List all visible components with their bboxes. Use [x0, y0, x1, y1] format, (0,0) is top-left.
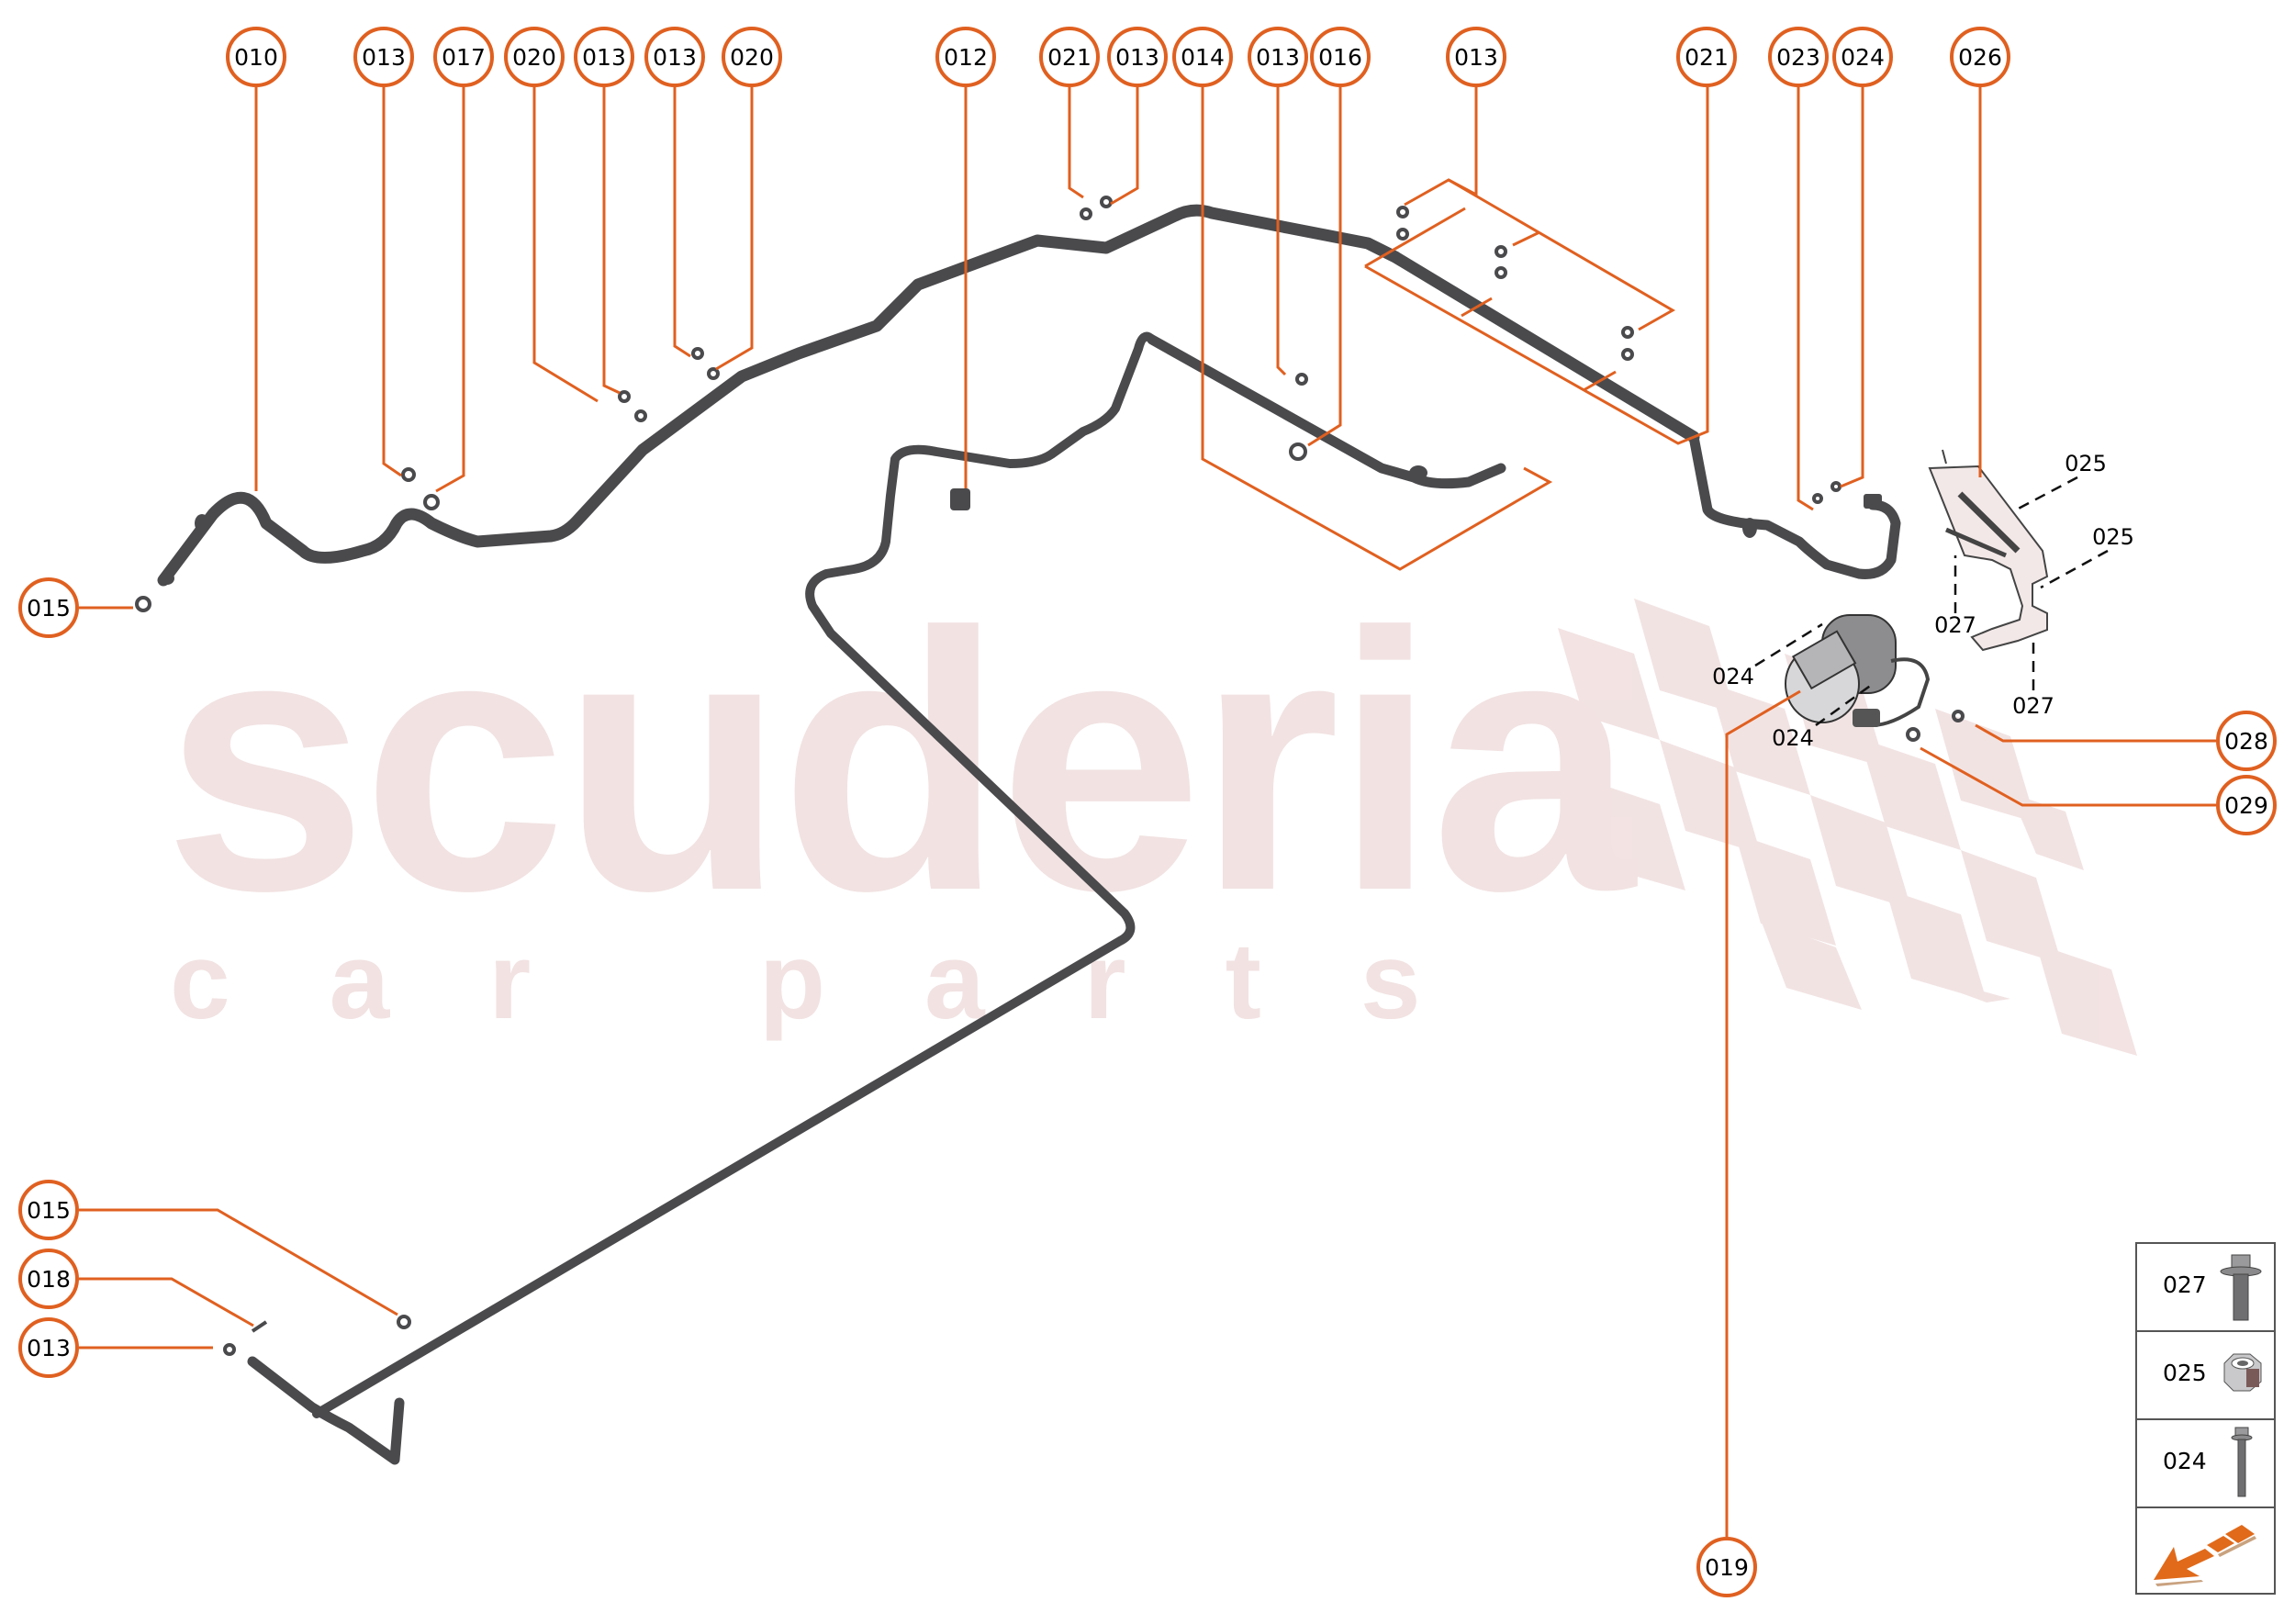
leader-lines: [79, 87, 2216, 1537]
fastener-dashed-lines: [1754, 476, 2109, 727]
label-024-lower: 024: [1772, 725, 1814, 751]
long-bolt-icon: [2231, 1427, 2253, 1497]
label-027-left: 027: [1934, 612, 1976, 638]
callout-018[interactable]: 018: [18, 1249, 79, 1309]
callout-023[interactable]: 023: [1768, 27, 1829, 87]
callout-028[interactable]: 028: [2216, 711, 2277, 771]
label-025-upper: 025: [2065, 451, 2107, 476]
vacuum-pump-019-icon: [1785, 614, 1931, 727]
callout-013[interactable]: 013: [18, 1317, 79, 1378]
watermark-brand: scuderia: [163, 556, 1635, 967]
hose-012: [1147, 334, 1506, 489]
label-024-upper: 024: [1712, 664, 1754, 689]
legend-row-027[interactable]: 027: [2137, 1244, 2274, 1332]
callout-013[interactable]: 013: [1446, 27, 1506, 87]
callout-016[interactable]: 016: [1310, 27, 1371, 87]
legend-row-024[interactable]: 024: [2137, 1420, 2274, 1508]
front-direction-arrow-icon: [2154, 1525, 2256, 1586]
callout-014[interactable]: 014: [1172, 27, 1233, 87]
callout-013[interactable]: 013: [1107, 27, 1168, 87]
callout-013[interactable]: 013: [1248, 27, 1308, 87]
callout-013[interactable]: 013: [574, 27, 634, 87]
hose-010: [157, 204, 1700, 587]
callout-015[interactable]: 015: [18, 1180, 79, 1240]
bracket-026-icon: [1928, 449, 2049, 652]
callout-020[interactable]: 020: [722, 27, 782, 87]
flange-bolt-icon: [2220, 1254, 2262, 1321]
watermark-tagline: car parts: [170, 921, 1520, 1042]
legend-label: 027: [2163, 1271, 2207, 1298]
legend-direction-row: [2137, 1508, 2274, 1596]
callout-021[interactable]: 021: [1676, 27, 1737, 87]
callout-026[interactable]: 026: [1950, 27, 2010, 87]
callout-013[interactable]: 013: [644, 27, 705, 87]
sleeve-012-icon: [950, 488, 970, 510]
flange-nut-icon: [2223, 1353, 2262, 1392]
legend-label: 025: [2163, 1360, 2207, 1386]
callout-012[interactable]: 012: [935, 27, 996, 87]
fastener-legend: 027 025 024: [2135, 1242, 2276, 1595]
hose-end-icon: [160, 572, 174, 585]
legend-label: 024: [2163, 1448, 2207, 1474]
clamp-icons: [135, 196, 1965, 1356]
callout-024[interactable]: 024: [1832, 27, 1893, 87]
legend-row-025[interactable]: 025: [2137, 1332, 2274, 1420]
callout-021[interactable]: 021: [1039, 27, 1100, 87]
label-025-lower: 025: [2092, 524, 2134, 550]
callout-015[interactable]: 015: [18, 577, 79, 638]
callout-013[interactable]: 013: [353, 27, 414, 87]
callout-017[interactable]: 017: [433, 27, 494, 87]
callout-020[interactable]: 020: [504, 27, 565, 87]
callout-019[interactable]: 019: [1696, 1537, 1757, 1597]
label-027-right: 027: [2012, 693, 2054, 719]
callout-010[interactable]: 010: [226, 27, 286, 87]
callout-029[interactable]: 029: [2216, 775, 2277, 835]
